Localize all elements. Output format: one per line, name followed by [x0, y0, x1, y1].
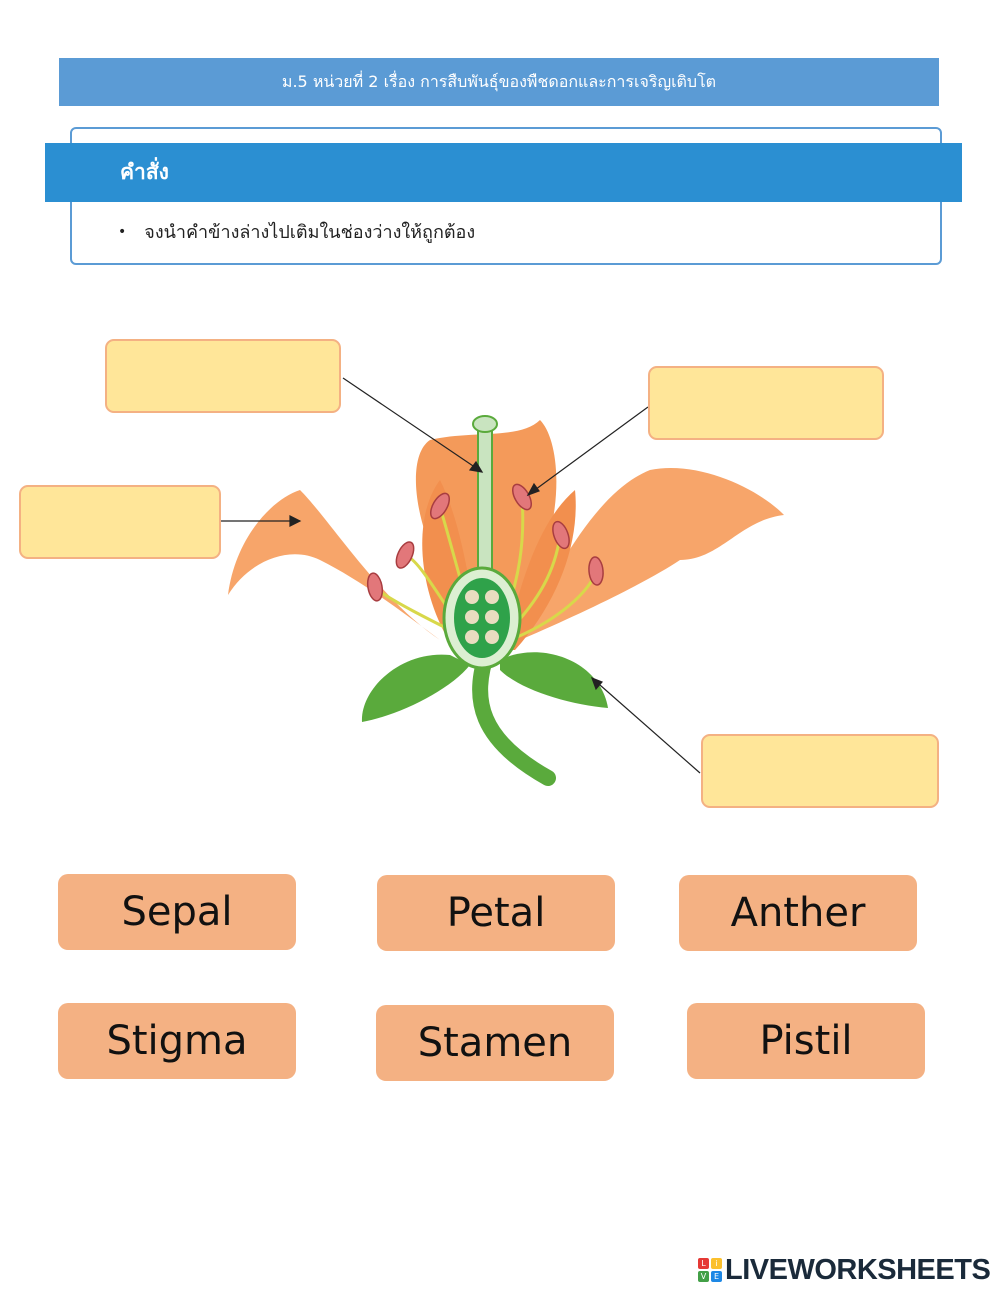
word-anther[interactable]: Anther [679, 875, 917, 951]
instructions-title-bar: คำสั่ง [45, 143, 962, 202]
word-label: Sepal [121, 889, 233, 935]
sepal-right [500, 652, 608, 708]
logo-text: LIVEWORKSHEETS [725, 1253, 991, 1286]
liveworksheets-logo: L i V E LIVEWORKSHEETS [698, 1252, 991, 1288]
word-petal[interactable]: Petal [377, 875, 615, 951]
style [477, 429, 493, 571]
ovules [465, 590, 499, 644]
word-stamen[interactable]: Stamen [376, 1005, 614, 1081]
drop-zone-petal-label[interactable] [19, 485, 221, 559]
word-label: Anther [730, 890, 866, 936]
worksheet-header: ม.5 หน่วยที่ 2 เรื่อง การสืบพันธุ์ของพืช… [59, 58, 939, 106]
bullet-icon: • [118, 223, 127, 240]
word-stigma[interactable]: Stigma [58, 1003, 296, 1079]
word-label: Stigma [106, 1018, 248, 1064]
drop-zone-stigma-label[interactable] [105, 339, 341, 413]
worksheet-title: ม.5 หน่วยที่ 2 เรื่อง การสืบพันธุ์ของพืช… [281, 71, 717, 91]
petal-right [520, 468, 784, 640]
petal-left [228, 490, 440, 640]
pointer-lines [220, 377, 701, 774]
word-pistil[interactable]: Pistil [687, 1003, 925, 1079]
word-label: Petal [446, 890, 546, 936]
drop-zone-anther-label[interactable] [648, 366, 884, 440]
sepal-left [361, 654, 470, 722]
anthers [366, 483, 604, 602]
stigma [472, 415, 498, 433]
instructions-title: คำสั่ง [120, 160, 169, 184]
ovary-inner [454, 578, 510, 658]
word-label: Pistil [759, 1018, 853, 1064]
word-label: Stamen [417, 1020, 573, 1066]
drop-zone-sepal-label[interactable] [701, 734, 939, 808]
word-sepal[interactable]: Sepal [58, 874, 296, 950]
logo-icon: L i V E [698, 1258, 722, 1282]
instruction-item: • จงนำคำข้างล่างไปเติมในช่องว่างให้ถูกต้… [118, 217, 475, 246]
instruction-text: จงนำคำข้างล่างไปเติมในช่องว่างให้ถูกต้อง [144, 222, 476, 243]
